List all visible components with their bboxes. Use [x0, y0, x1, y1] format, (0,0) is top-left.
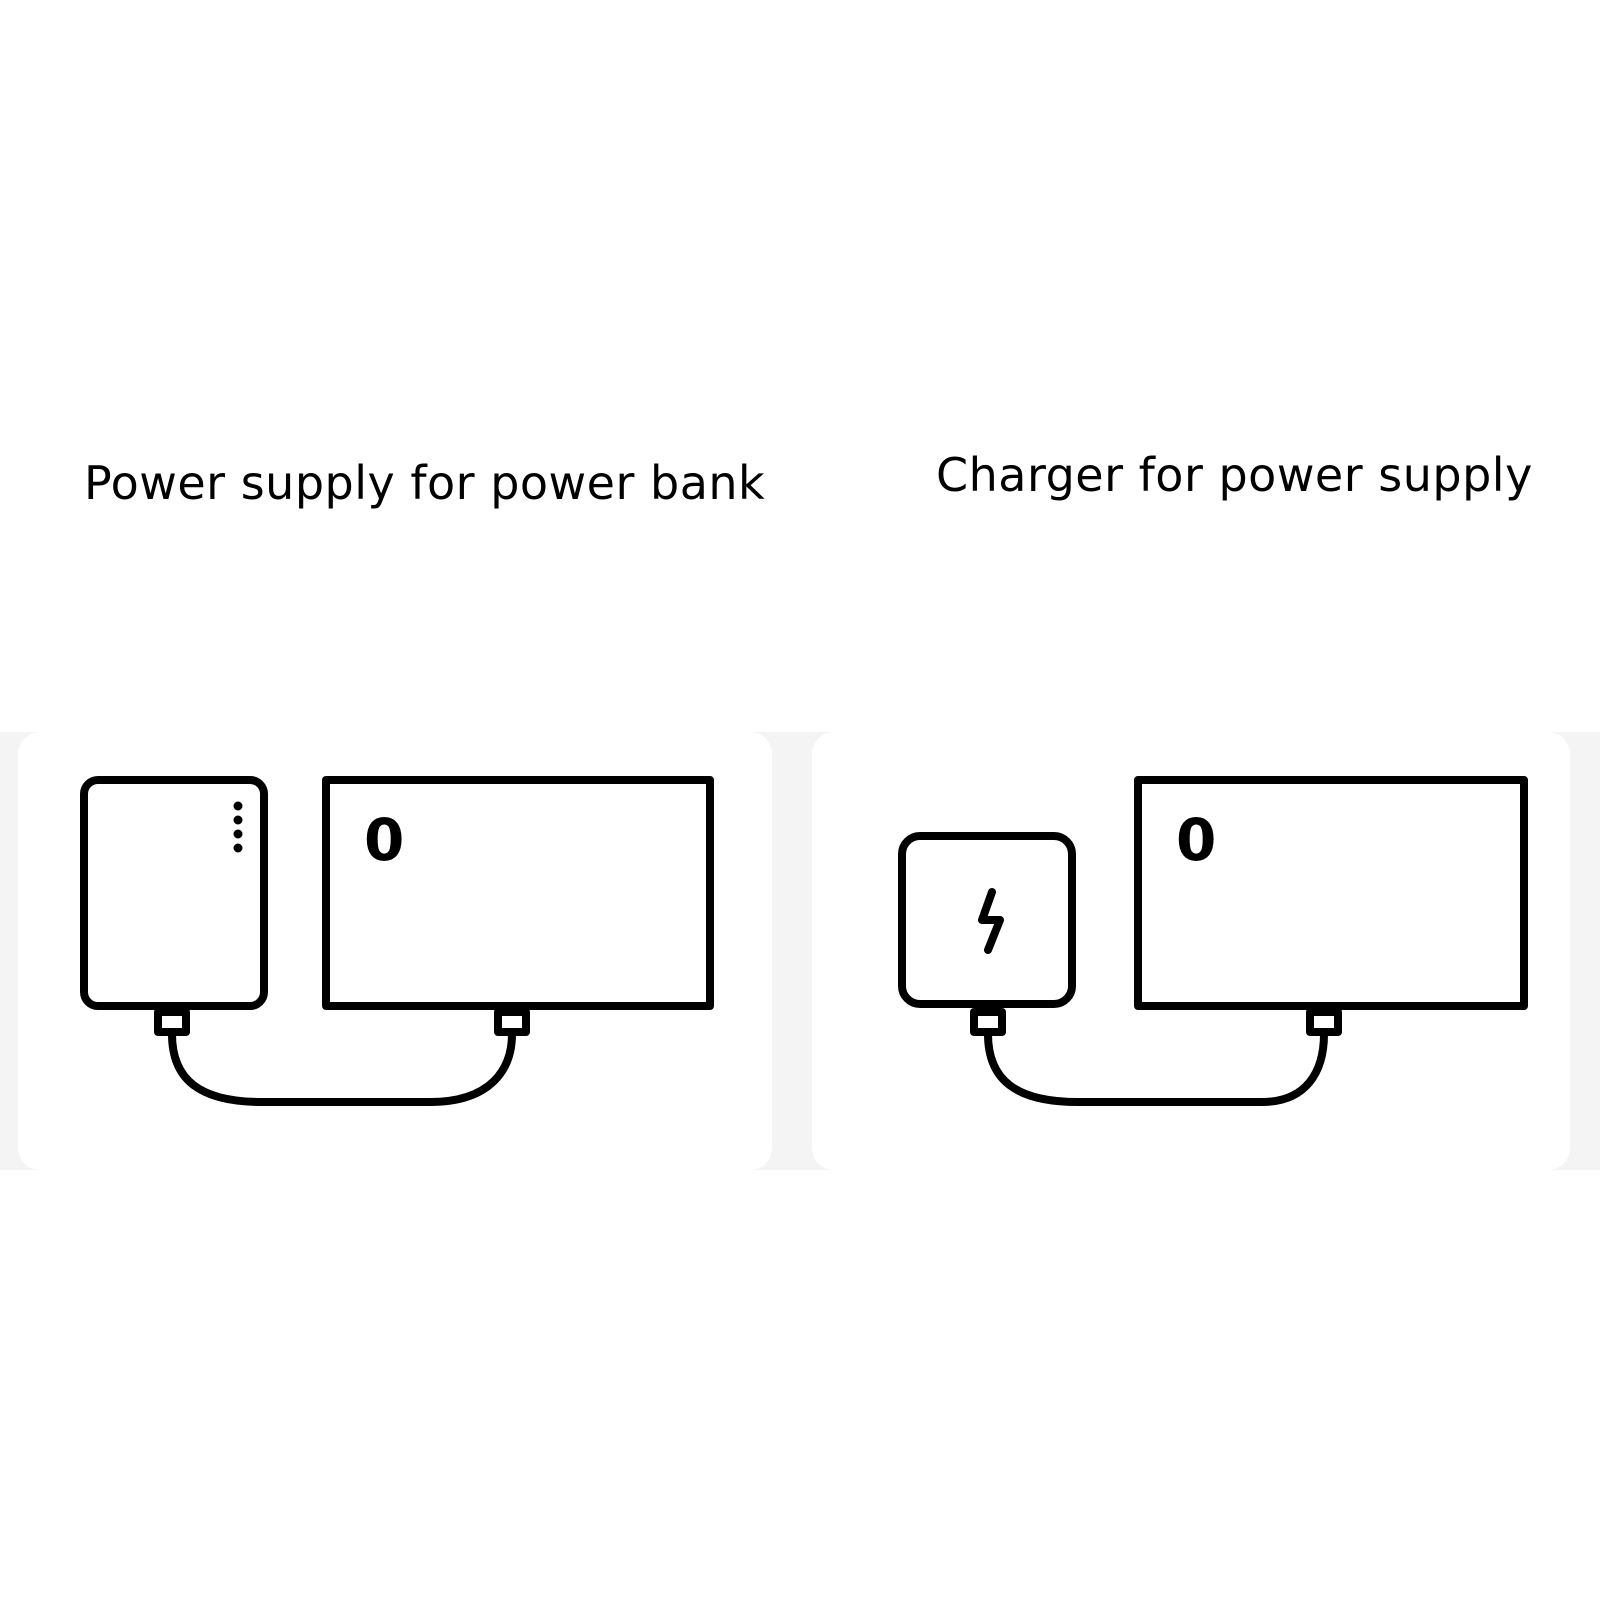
- left-supply-port-icon: [494, 1008, 530, 1036]
- right-cable-icon: [984, 1030, 1328, 1106]
- left-display-digit: 0: [364, 806, 404, 874]
- right-caption: Charger for power supply: [936, 448, 1533, 502]
- charger-icon: [898, 832, 1076, 1036]
- power-bank-port-icon: [154, 1008, 190, 1036]
- right-supply-port-icon: [1306, 1008, 1342, 1036]
- left-cable-icon: [168, 1030, 516, 1106]
- lightning-bolt-icon: [978, 888, 1004, 954]
- indicator-dots-icon: [233, 801, 243, 853]
- left-caption: Power supply for power bank: [84, 456, 766, 510]
- power-bank-icon: [80, 776, 268, 1036]
- right-display-digit: 0: [1176, 806, 1216, 874]
- charger-port-icon: [970, 1008, 1006, 1036]
- left-panel: [18, 732, 772, 1170]
- right-panel: [812, 732, 1570, 1170]
